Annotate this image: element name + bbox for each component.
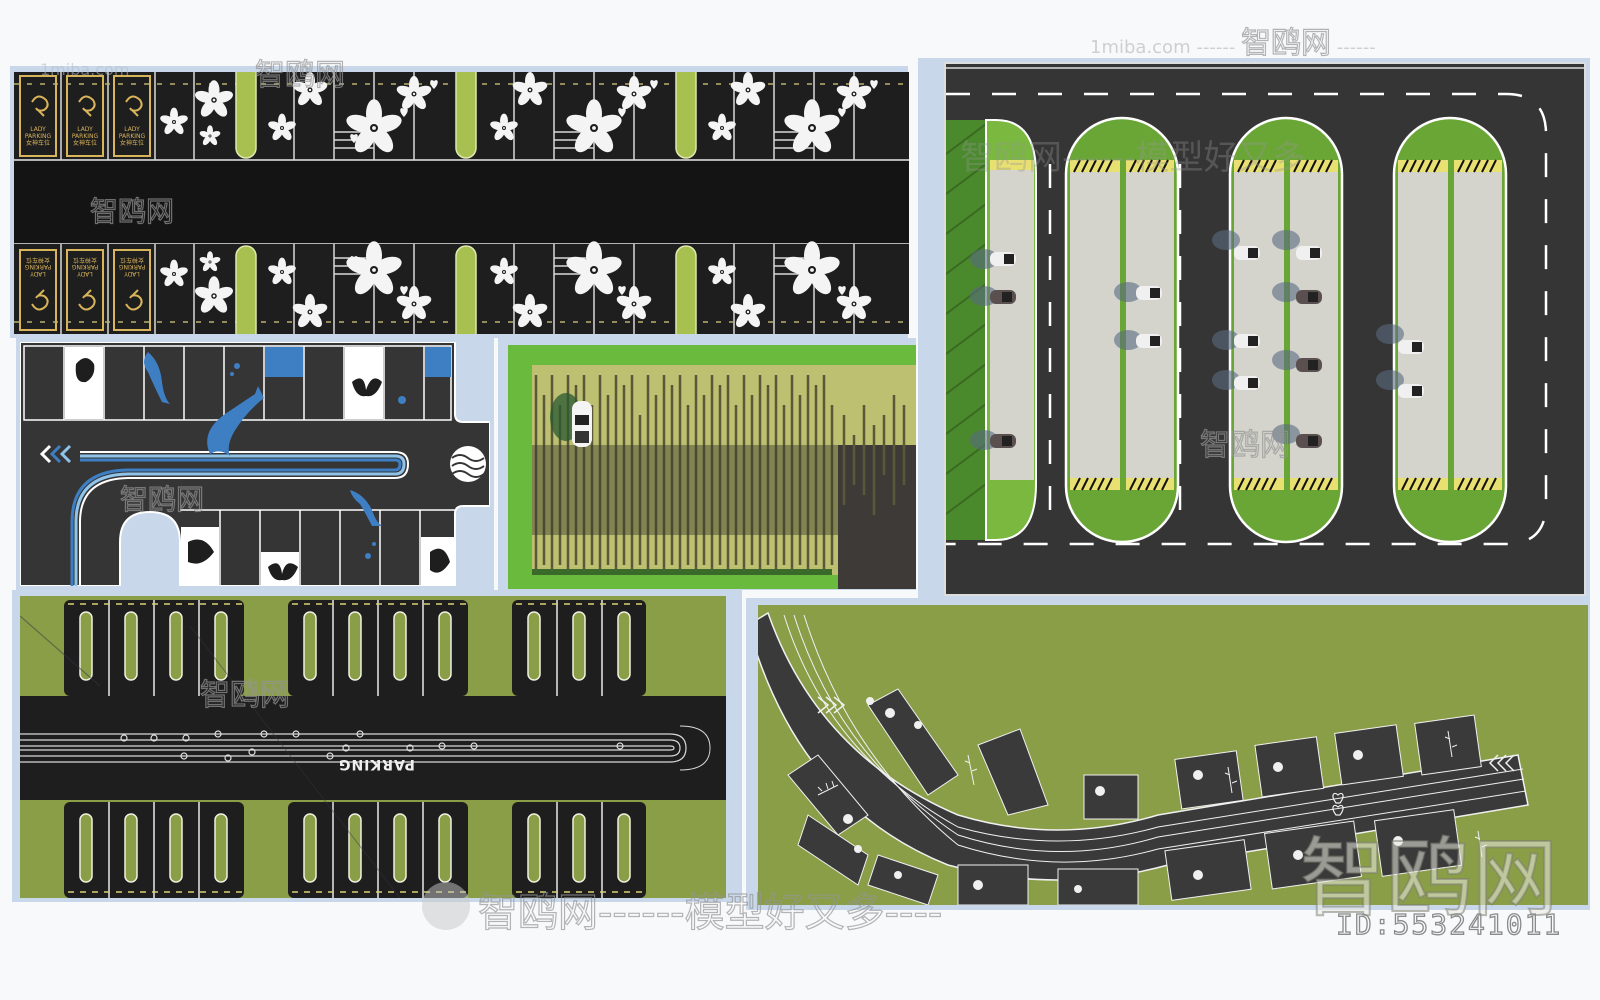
watermark-big-brand: 智鸥网 (1299, 828, 1559, 930)
curved-parking-drawing (758, 611, 1529, 905)
leaf-branch-icons (817, 730, 1488, 858)
curved-parking-panel (758, 605, 1588, 905)
lady-parking-drawing (14, 72, 909, 334)
paw-print-icons (120, 730, 624, 762)
asset-id-label: ID:553241011 (1335, 907, 1563, 941)
watermark-footer-logo (422, 882, 470, 930)
bay-dividers (108, 600, 603, 898)
whale-tail-icons (75, 358, 450, 581)
track-parking-panel: PARKING (20, 596, 726, 898)
lane-stripes (70, 451, 410, 586)
half-island (985, 119, 1037, 541)
grass-hatching (946, 123, 987, 515)
car-icons (970, 230, 1424, 450)
bay-slots (79, 611, 631, 883)
parking-road-text: PARKING (338, 756, 415, 772)
hazard-stripes (1073, 159, 1497, 491)
island-parking-drawing (946, 67, 1584, 546)
lady-logo-icons (31, 95, 143, 311)
white-car-icon (572, 401, 592, 447)
track-parking-drawing (20, 600, 726, 898)
island-1 (1064, 116, 1180, 544)
chevron-icons (817, 696, 1515, 772)
island-3 (1392, 116, 1508, 544)
dolphin-icons (144, 352, 382, 526)
planters (235, 72, 697, 334)
ocean-parking-panel (20, 342, 490, 586)
grass-paver-drawing (532, 365, 916, 589)
grass-paver-panel (508, 345, 916, 589)
triple-chevron-left-icon (39, 444, 72, 464)
island-parking-panel (944, 62, 1586, 596)
wave-emblem-icon (450, 446, 486, 482)
ocean-bay-lines (63, 346, 455, 586)
lady-bays-top (19, 75, 151, 331)
island-2 (1228, 116, 1344, 544)
heart-icon (1332, 792, 1344, 816)
bubble-dots (230, 363, 406, 559)
flower-icons (843, 697, 1403, 893)
track-lanes (20, 725, 711, 771)
curved-lane-lines (783, 614, 1527, 863)
paver-dark-bands (532, 445, 838, 535)
watermark-top-url: 1miba.com ------ 智鸥网 ------ (1090, 25, 1376, 61)
ocean-parking-drawing (20, 342, 490, 586)
